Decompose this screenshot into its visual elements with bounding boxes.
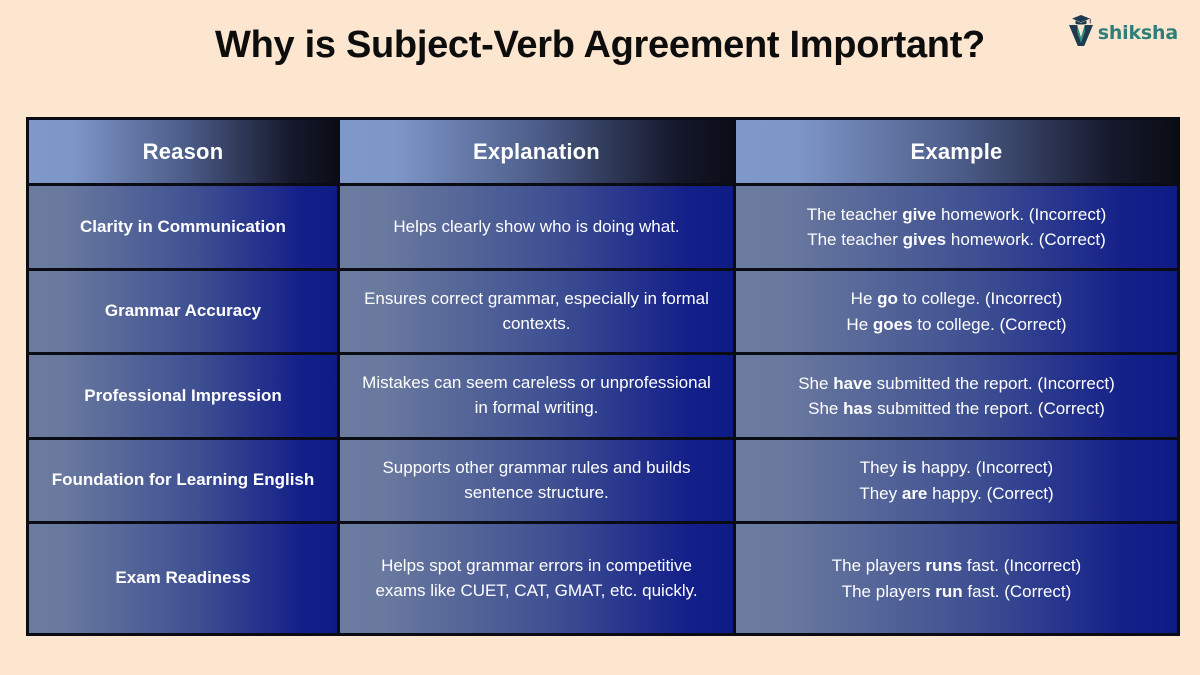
cell-example: She have submitted the report. (Incorrec… — [736, 355, 1177, 440]
example-correct-line: The teacher gives homework. (Correct) — [750, 227, 1163, 253]
example-text-post: fast. (Incorrect) — [962, 556, 1082, 575]
cell-reason: Foundation for Learning English — [29, 440, 340, 524]
example-text-post: submitted the report. (Correct) — [872, 399, 1105, 418]
column-header-example: Example — [736, 120, 1177, 186]
example-correct-line: They are happy. (Correct) — [750, 481, 1163, 507]
example-text-post: homework. (Incorrect) — [936, 204, 1107, 224]
comparison-table-container: Reason Explanation Example Clarity in Co… — [26, 117, 1180, 636]
cell-example: The players runs fast. (Incorrect) The p… — [736, 524, 1177, 633]
table-row: Foundation for Learning English Supports… — [29, 440, 1177, 524]
table-row: Clarity in Communication Helps clearly s… — [29, 186, 1177, 271]
example-verb-bold: has — [843, 399, 873, 418]
example-incorrect-line: He go to college. (Incorrect) — [750, 286, 1163, 312]
cell-explanation: Ensures correct grammar, especially in f… — [340, 271, 736, 355]
column-header-reason: Reason — [29, 120, 340, 186]
example-verb-bold: is — [902, 458, 917, 477]
example-text-post: fast. (Correct) — [962, 581, 1072, 601]
example-text-post: to college. (Correct) — [912, 314, 1067, 334]
example-verb-bold: goes — [872, 314, 913, 334]
example-text-post: happy. (Incorrect) — [916, 458, 1054, 477]
graduation-cap-v-icon — [1066, 13, 1096, 47]
example-verb-bold: gives — [902, 230, 947, 249]
shiksha-logo[interactable]: shiksha — [1066, 12, 1178, 48]
example-text-post: submitted the report. (Incorrect) — [871, 373, 1115, 393]
logo-wordmark: shiksha — [1097, 21, 1178, 44]
table-row: Grammar Accuracy Ensures correct grammar… — [29, 271, 1177, 355]
cell-reason: Clarity in Communication — [29, 186, 340, 271]
example-incorrect-line: She have submitted the report. (Incorrec… — [750, 371, 1163, 397]
example-text-post: homework. (Correct) — [946, 230, 1106, 249]
cell-explanation: Helps spot grammar errors in competitive… — [340, 524, 736, 633]
example-incorrect-line: The players runs fast. (Incorrect) — [750, 553, 1163, 579]
table-row: Professional Impression Mistakes can see… — [29, 355, 1177, 440]
example-incorrect-line: The teacher give homework. (Incorrect) — [750, 202, 1163, 228]
example-text-pre: The players — [841, 581, 936, 601]
example-correct-line: She has submitted the report. (Correct) — [750, 396, 1163, 422]
example-correct-line: The players run fast. (Correct) — [750, 579, 1163, 605]
example-text-pre: The teacher — [806, 204, 903, 224]
table-header-row: Reason Explanation Example — [29, 120, 1177, 186]
cell-example: They is happy. (Incorrect) They are happ… — [736, 440, 1177, 524]
example-text-post: happy. (Correct) — [927, 483, 1054, 503]
example-verb-bold: run — [935, 581, 963, 601]
example-text-pre: She — [798, 373, 834, 393]
example-text-pre: She — [808, 399, 844, 418]
cell-explanation: Supports other grammar rules and builds … — [340, 440, 736, 524]
cell-explanation: Helps clearly show who is doing what. — [340, 186, 736, 271]
example-text-pre: He — [846, 314, 873, 334]
example-verb-bold: runs — [925, 556, 963, 575]
cell-reason: Professional Impression — [29, 355, 340, 440]
example-verb-bold: have — [833, 373, 872, 393]
example-text-pre: They — [859, 483, 902, 503]
cell-reason: Grammar Accuracy — [29, 271, 340, 355]
example-verb-bold: go — [877, 289, 898, 308]
example-correct-line: He goes to college. (Correct) — [750, 312, 1163, 338]
example-incorrect-line: They is happy. (Incorrect) — [750, 455, 1163, 481]
subject-verb-agreement-table: Reason Explanation Example Clarity in Co… — [26, 117, 1180, 636]
cell-explanation: Mistakes can seem careless or unprofessi… — [340, 355, 736, 440]
example-text-pre: They — [859, 458, 903, 477]
page-title: Why is Subject-Verb Agreement Important? — [215, 24, 985, 66]
column-header-explanation: Explanation — [340, 120, 736, 186]
example-text-pre: The teacher — [807, 230, 903, 249]
cell-example: The teacher give homework. (Incorrect) T… — [736, 186, 1177, 271]
cell-reason: Exam Readiness — [29, 524, 340, 633]
table-row: Exam Readiness Helps spot grammar errors… — [29, 524, 1177, 633]
example-text-post: to college. (Incorrect) — [897, 289, 1063, 308]
example-text-pre: He — [850, 289, 878, 308]
example-verb-bold: give — [902, 204, 937, 224]
example-text-pre: The players — [831, 556, 926, 575]
example-verb-bold: are — [901, 483, 928, 503]
cell-example: He go to college. (Incorrect) He goes to… — [736, 271, 1177, 355]
